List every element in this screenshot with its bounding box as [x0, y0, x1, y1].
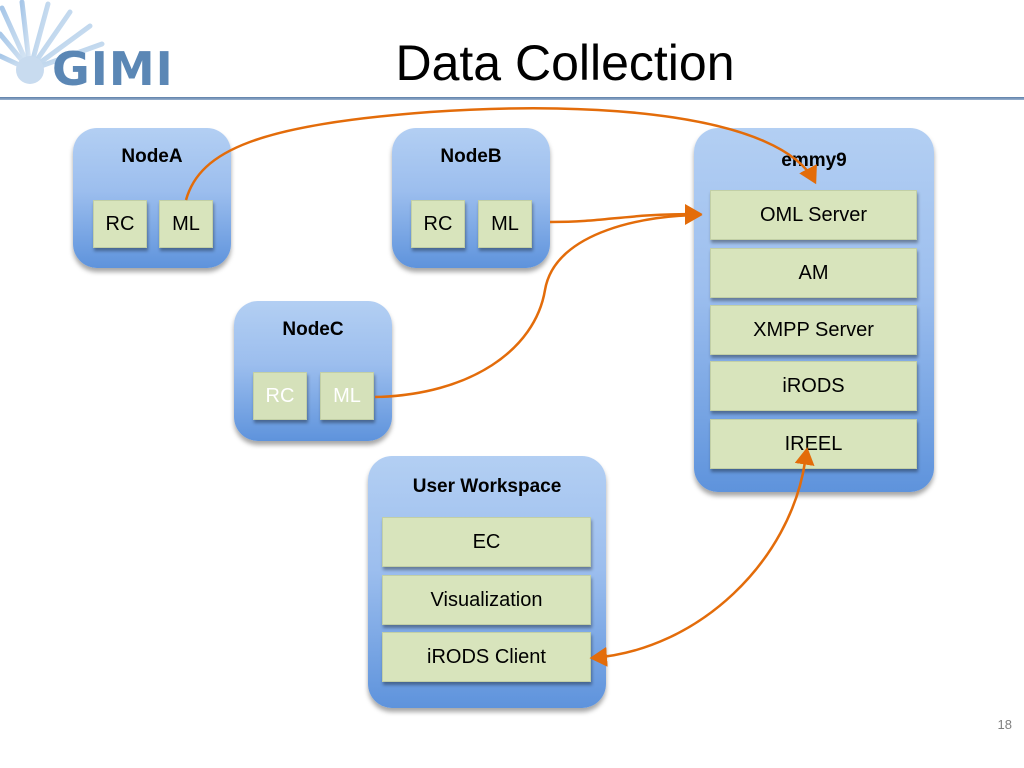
- node-a: NodeA RC ML: [73, 128, 231, 268]
- node-a-title: NodeA: [121, 146, 183, 167]
- logo-text: GIMI: [52, 42, 174, 96]
- node-b-title: NodeB: [440, 146, 502, 167]
- node-b: NodeB RC ML: [392, 128, 550, 268]
- logo-burst-icon: [0, 0, 105, 84]
- page-title: Data Collection: [395, 35, 735, 91]
- node-c-rc: RC: [253, 372, 307, 420]
- irods-client-item: iRODS Client: [382, 632, 591, 682]
- node-a-rc: RC: [93, 200, 147, 248]
- ireel-service: IREEL: [710, 419, 917, 469]
- node-c-title: NodeC: [282, 319, 344, 340]
- node-c: NodeC RC ML: [234, 301, 392, 441]
- irods-service: iRODS: [710, 361, 917, 411]
- user-workspace: User Workspace EC Visualization iRODS Cl…: [368, 456, 606, 708]
- ec-item: EC: [382, 517, 591, 567]
- oml-server: OML Server: [710, 190, 917, 240]
- title-divider: [0, 97, 1024, 100]
- gimi-logo: GIMI: [0, 0, 200, 100]
- am-service: AM: [710, 248, 917, 298]
- node-b-ml: ML: [478, 200, 532, 248]
- node-a-ml: ML: [159, 200, 213, 248]
- workspace-title: User Workspace: [412, 476, 562, 497]
- node-c-ml: ML: [320, 372, 374, 420]
- emmy9-server: emmy9 OML Server AM XMPP Server iRODS IR…: [694, 128, 934, 492]
- emmy9-title: emmy9: [781, 150, 847, 171]
- page-number: 18: [997, 717, 1012, 732]
- arrow-nodeb-to-oml: [549, 204, 703, 225]
- node-b-rc: RC: [411, 200, 465, 248]
- xmpp-server: XMPP Server: [710, 305, 917, 355]
- visualization-item: Visualization: [382, 575, 591, 625]
